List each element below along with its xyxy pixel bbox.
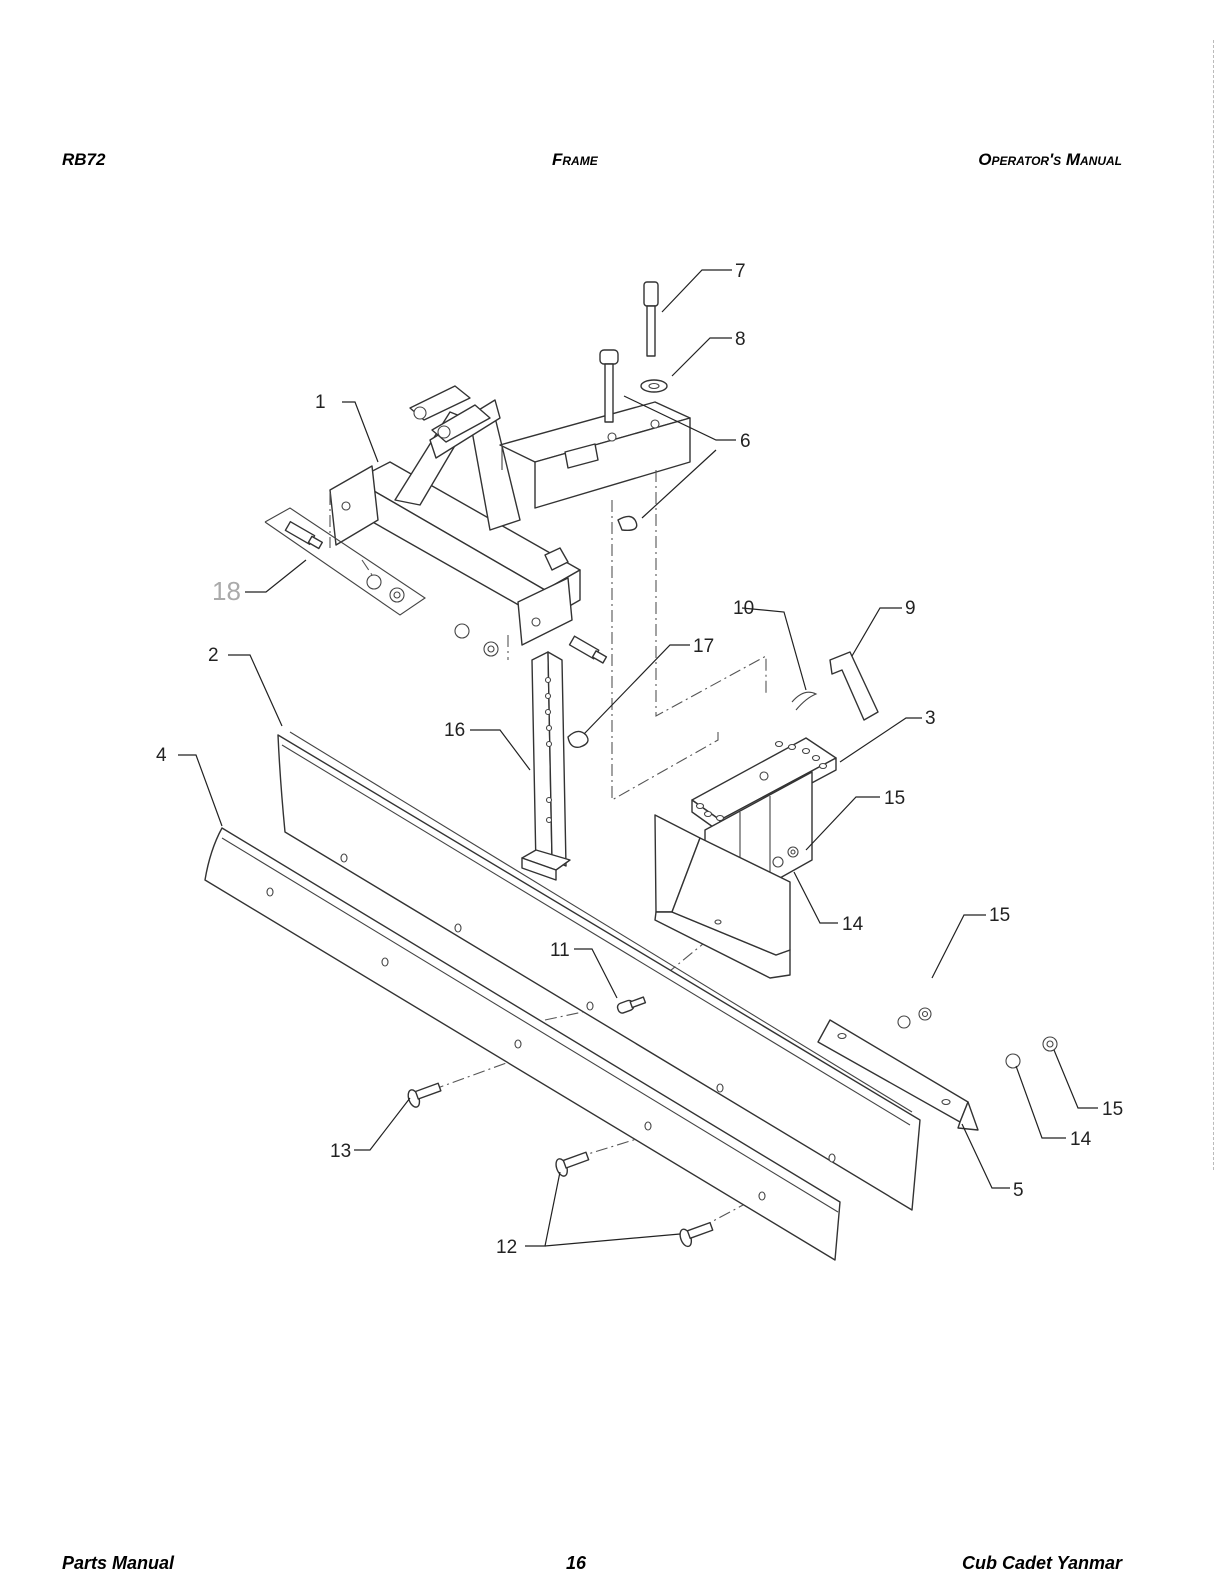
callout-18: 18 <box>212 576 241 606</box>
page-number: 16 <box>566 1553 587 1573</box>
callout-15-b: 15 <box>989 905 1010 926</box>
footer-parts-manual: Parts Manual <box>62 1553 175 1573</box>
manual-title: Operator's Manual <box>978 150 1122 169</box>
callout-14-lower: 14 <box>1070 1129 1092 1150</box>
callout-1: 1 <box>315 392 326 413</box>
callout-3: 3 <box>925 708 936 729</box>
callout-labels: 1 2 3 4 5 6 7 8 9 10 11 12 13 14 14 15 1… <box>156 261 1123 1258</box>
callout-2: 2 <box>208 645 219 666</box>
carriage-bolts <box>407 996 714 1248</box>
footer-brand: Cub Cadet Yanmar <box>961 1553 1122 1573</box>
callout-15-a: 15 <box>884 788 905 809</box>
callout-5: 5 <box>1013 1180 1024 1201</box>
swivel-plate <box>654 737 837 979</box>
callout-15-c: 15 <box>1102 1099 1123 1120</box>
hitch-frame <box>329 385 691 646</box>
clip-pin-and-handle <box>791 651 879 721</box>
callout-17: 17 <box>693 636 714 657</box>
callout-16: 16 <box>444 720 465 741</box>
callout-11: 11 <box>550 940 570 961</box>
callout-9: 9 <box>905 598 916 619</box>
leader-lines <box>178 269 1098 1247</box>
section-title: Frame <box>552 150 598 169</box>
model-number: RB72 <box>62 150 106 169</box>
moldboard <box>277 731 921 1211</box>
callout-13: 13 <box>330 1141 351 1162</box>
callout-7: 7 <box>735 261 746 282</box>
pins-and-washer <box>599 281 668 532</box>
loose-nuts-washers <box>897 1007 1058 1069</box>
stand-16 <box>521 651 589 881</box>
callout-14-upper: 14 <box>842 914 864 935</box>
callout-12: 12 <box>496 1237 517 1258</box>
callout-6: 6 <box>740 431 751 452</box>
callout-4: 4 <box>156 745 167 766</box>
cutting-edge <box>204 827 841 1261</box>
callout-10: 10 <box>733 598 754 619</box>
hardware-kit-18 <box>264 493 608 664</box>
angle-brace <box>817 1019 979 1131</box>
scan-edge <box>1213 40 1214 1170</box>
callout-8: 8 <box>735 329 746 350</box>
